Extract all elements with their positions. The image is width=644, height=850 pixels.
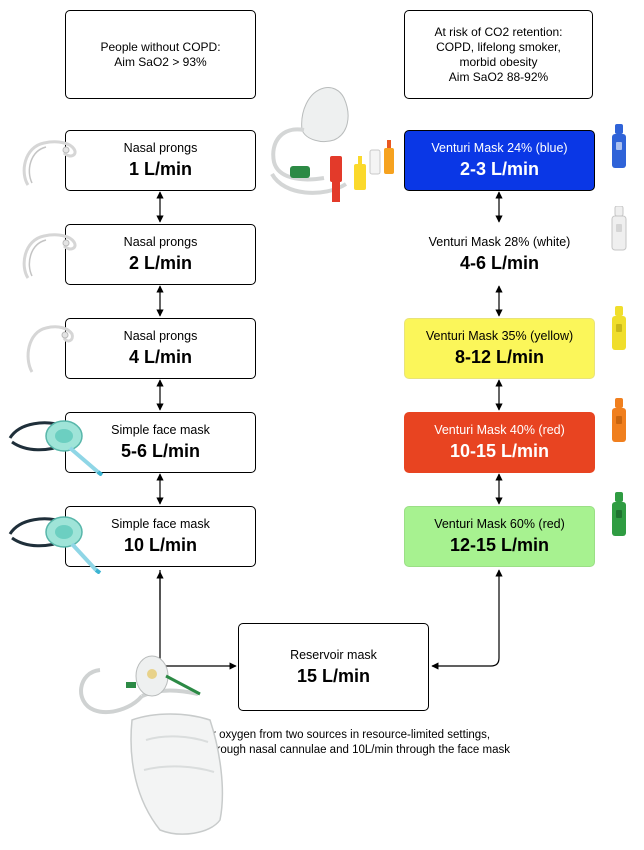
step-label: Reservoir mask <box>290 647 377 662</box>
header-co2-risk-line-4: Aim SaO2 88-92% <box>448 69 549 84</box>
step-flow: 2-3 L/min <box>459 159 539 179</box>
nasal-prongs-icon <box>22 140 77 186</box>
step-nasal-prongs-4: Nasal prongs 4 L/min <box>65 318 256 379</box>
step-label: Nasal prongs <box>123 329 198 343</box>
step-flow: 1 L/min <box>128 159 192 179</box>
step-flow: 2 L/min <box>128 253 192 273</box>
step-label: Venturi Mask 35% (yellow) <box>425 329 574 343</box>
header-co2-risk-line-2: COPD, lifelong smoker, <box>436 39 561 54</box>
step-venturi-28: Venturi Mask 28% (white) 4-6 L/min <box>404 224 595 285</box>
step-flow: 15 L/min <box>296 665 371 686</box>
step-label: Venturi Mask 40% (red) <box>434 423 565 437</box>
venturi-valve-green-icon <box>612 492 626 536</box>
nasal-prongs-icon <box>26 325 74 373</box>
face-mask-icon <box>8 516 102 574</box>
step-label: Simple face mask <box>111 423 210 437</box>
reservoir-mask-icon <box>79 655 224 835</box>
step-flow: 10 L/min <box>123 535 198 555</box>
step-label: Venturi Mask 60% (red) <box>434 517 565 531</box>
step-flow: 12-15 L/min <box>449 535 550 555</box>
header-co2-risk: At risk of CO2 retention: COPD, lifelong… <box>404 10 593 99</box>
step-flow: 5-6 L/min <box>120 441 200 461</box>
step-simple-face-mask-5-6: Simple face mask 5-6 L/min <box>65 412 256 473</box>
step-nasal-prongs-1: Nasal prongs 1 L/min <box>65 130 256 191</box>
face-mask-icon <box>8 420 104 476</box>
two-source-note: Consider oxygen from two sources in reso… <box>120 728 540 758</box>
note-line-2: eg 4 L/min through nasal cannulae and 10… <box>150 744 510 756</box>
venturi-valve-blue-icon <box>612 124 626 168</box>
step-venturi-60: Venturi Mask 60% (red) 12-15 L/min <box>404 506 595 567</box>
venturi-valve-yellow-icon <box>612 306 626 350</box>
step-label: Venturi Mask 28% (white) <box>428 235 571 249</box>
venturi-valve-orange-icon <box>612 398 626 442</box>
header-no-copd: People without COPD: Aim SaO2 > 93% <box>65 10 256 99</box>
step-flow: 4-6 L/min <box>459 253 539 273</box>
step-nasal-prongs-2: Nasal prongs 2 L/min <box>65 224 256 285</box>
step-venturi-40: Venturi Mask 40% (red) 10-15 L/min <box>404 412 595 473</box>
note-line-1: Consider oxygen from two sources in reso… <box>169 729 491 741</box>
step-reservoir-mask: Reservoir mask 15 L/min <box>238 623 429 711</box>
step-venturi-24: Venturi Mask 24% (blue) 2-3 L/min <box>404 130 595 191</box>
venturi-valve-white-icon <box>611 206 627 251</box>
step-label: Nasal prongs <box>123 235 198 249</box>
step-label: Venturi Mask 24% (blue) <box>431 141 568 155</box>
header-no-copd-line-1: People without COPD: <box>100 39 221 54</box>
step-label: Nasal prongs <box>123 141 198 155</box>
venturi-mask-kit-icon <box>270 87 394 202</box>
nasal-prongs-icon <box>22 233 77 279</box>
header-co2-risk-line-3: morbid obesity <box>459 54 538 69</box>
step-flow: 4 L/min <box>128 347 192 367</box>
header-no-copd-line-2: Aim SaO2 > 93% <box>114 54 207 69</box>
step-flow: 8-12 L/min <box>454 347 545 367</box>
arrow-right-to-reservoir <box>431 569 503 670</box>
step-flow: 10-15 L/min <box>449 441 550 461</box>
step-label: Simple face mask <box>111 517 210 531</box>
header-co2-risk-line-1: At risk of CO2 retention: <box>434 24 563 39</box>
step-venturi-35: Venturi Mask 35% (yellow) 8-12 L/min <box>404 318 595 379</box>
